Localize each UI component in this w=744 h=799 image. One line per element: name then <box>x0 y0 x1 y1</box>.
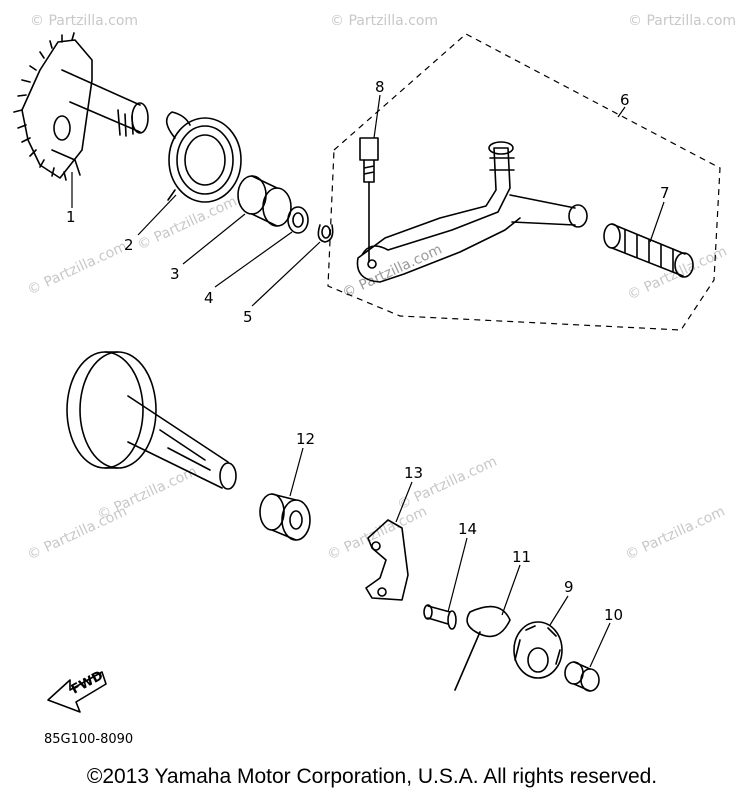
watermark: © Partzilla.com <box>95 463 200 523</box>
fwd-label: FWD <box>69 668 106 697</box>
callout-13: 13 <box>404 464 423 482</box>
callouts: 1 2 3 4 5 6 7 8 9 10 11 12 13 14 <box>66 78 670 624</box>
callout-9: 9 <box>564 578 574 596</box>
watermark: © Partzilla.com <box>25 238 130 298</box>
callout-11: 11 <box>512 548 531 566</box>
kick-crank-assembly-outline <box>327 33 721 331</box>
callout-14: 14 <box>458 520 477 538</box>
kick-axle-gear <box>66 351 237 490</box>
fwd-arrow-icon: FWD <box>47 668 107 713</box>
callout-8: 8 <box>375 78 385 96</box>
bushing <box>259 493 311 541</box>
ratchet-collar <box>564 661 600 692</box>
collar <box>237 175 292 227</box>
callout-7: 7 <box>660 184 670 202</box>
ratchet-guide-plate <box>365 519 409 601</box>
watermark: © Partzilla.com <box>325 503 430 563</box>
screw <box>423 604 457 630</box>
watermark: © Partzilla.com <box>30 13 138 29</box>
watermark: © Partzilla.com <box>628 13 736 29</box>
callout-5: 5 <box>243 308 253 326</box>
watermark: © Partzilla.com <box>330 13 438 29</box>
washer <box>287 206 309 234</box>
copyright-notice: ©2013 Yamaha Motor Corporation, U.S.A. A… <box>86 765 658 788</box>
ratchet-spring-clip <box>454 605 511 691</box>
callout-3: 3 <box>170 265 180 283</box>
pinch-bolt <box>359 137 379 263</box>
leader-lines <box>71 94 665 668</box>
kick-grip <box>603 223 694 278</box>
callout-12: 12 <box>296 430 315 448</box>
callout-1: 1 <box>66 208 76 226</box>
callout-10: 10 <box>604 606 623 624</box>
callout-2: 2 <box>124 236 134 254</box>
callout-6: 6 <box>620 91 630 109</box>
diagram-code: 85G100-8090 <box>44 732 133 747</box>
kick-gear-shaft <box>13 32 149 181</box>
watermark: © Partzilla.com <box>623 503 728 563</box>
watermark: © Partzilla.com <box>135 193 240 253</box>
callout-4: 4 <box>204 289 214 307</box>
ratchet-wheel <box>513 621 563 679</box>
kick-crank-arm <box>356 141 588 283</box>
torsion-spring <box>165 111 242 203</box>
watermark: © Partzilla.com <box>395 453 500 513</box>
watermark-inset: © Partzilla.com <box>340 241 445 301</box>
